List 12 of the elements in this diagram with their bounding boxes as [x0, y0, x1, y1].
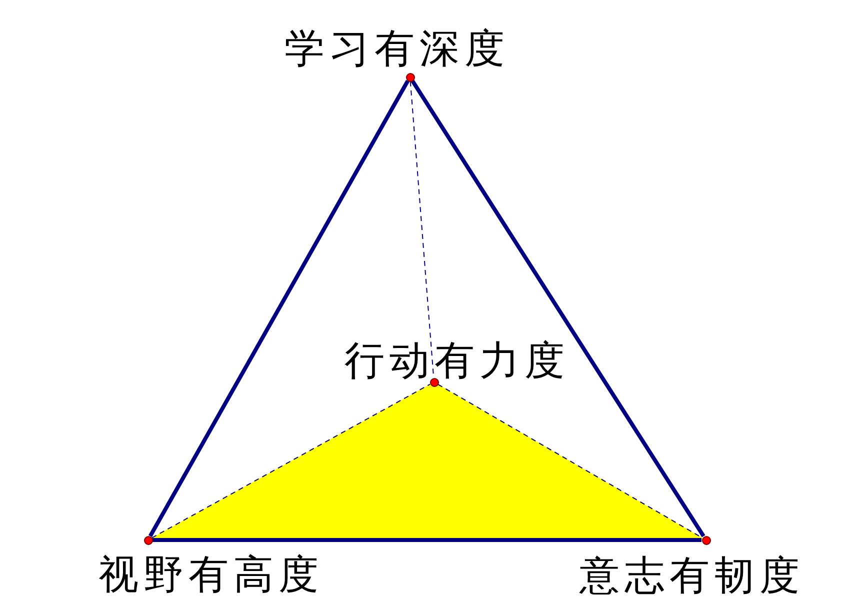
- triangle-edge: [148, 80, 410, 538]
- vertex-label: 意志有韧度: [580, 556, 804, 596]
- vertex-label: 学习有深度: [284, 29, 510, 69]
- triangle-edge: [410, 80, 706, 538]
- vertex-dot: [702, 536, 710, 544]
- vertex-label: 视野有高度: [98, 555, 324, 595]
- vertex-label: 行动有力度: [344, 341, 570, 381]
- vertex-dot: [144, 536, 152, 544]
- triangle-edge: [152, 538, 702, 542]
- vertex-dot: [430, 378, 438, 386]
- vertex-dot: [406, 72, 414, 82]
- dashed-edge: [151, 384, 431, 538]
